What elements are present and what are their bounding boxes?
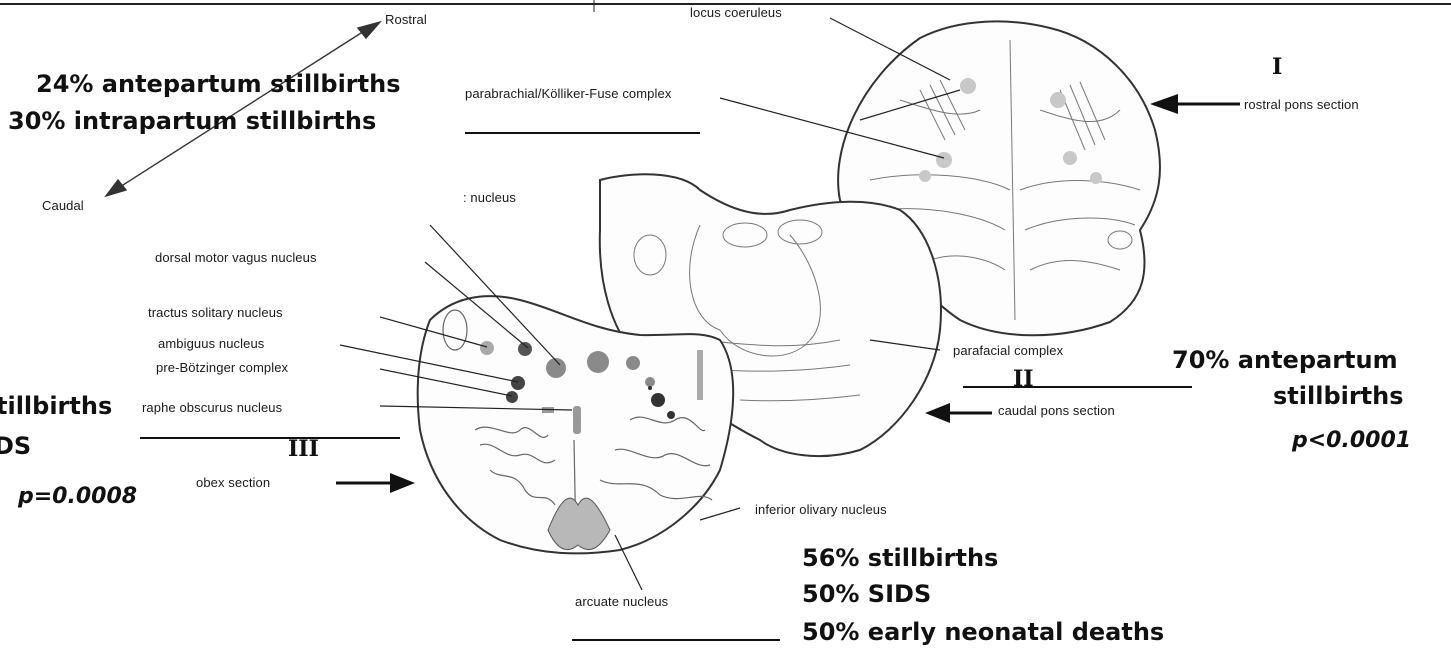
caudal-label: Caudal: [42, 198, 84, 213]
obex-stat-line2: DS: [0, 432, 31, 460]
pre-botzinger-label: pre-Bötzinger complex: [156, 360, 288, 375]
bottom-stat-sids: 50% SIDS: [802, 580, 931, 608]
rostral-pons-label: rostral pons section: [1244, 97, 1359, 112]
obex-p-value: p=0.0008: [18, 484, 137, 509]
obex-stat-line1: tillbirths: [0, 392, 112, 420]
bottom-stat-neonatal: 50% early neonatal deaths: [802, 618, 1164, 646]
parabrachial-label: parabrachial/Kölliker-Fuse complex: [465, 86, 671, 101]
rostral-stat-antepartum: 24% antepartum stillbirths: [36, 70, 401, 98]
raphe-obscurus-label: raphe obscurus nucleus: [142, 400, 282, 415]
obex-label: obex section: [196, 475, 270, 490]
caudal-pons-p-value: p<0.0001: [1292, 428, 1411, 453]
bottom-stat-stillbirths: 56% stillbirths: [802, 544, 998, 572]
parafacial-label: parafacial complex: [953, 343, 1063, 358]
dorsal-motor-vagus-label: dorsal motor vagus nucleus: [155, 250, 317, 265]
arcuate-label: arcuate nucleus: [575, 594, 668, 609]
nucleus-partial-label: : nucleus: [463, 190, 516, 205]
section-i-numeral: I: [1272, 54, 1282, 80]
caudal-pons-stat-line1: 70% antepartum: [1172, 346, 1398, 374]
rostral-label: Rostral: [385, 12, 427, 27]
ambiguus-label: ambiguus nucleus: [158, 336, 264, 351]
section-iii-numeral: III: [288, 436, 319, 462]
section-ii-numeral: II: [1013, 366, 1034, 392]
tractus-solitary-label: tractus solitary nucleus: [148, 305, 283, 320]
caudal-pons-label: caudal pons section: [998, 403, 1115, 418]
locus-coeruleus-label: locus coeruleus: [690, 5, 782, 20]
caudal-pons-stat-line2: stillbirths: [1273, 382, 1404, 410]
inferior-olivary-label: inferior olivary nucleus: [755, 502, 887, 517]
rostral-stat-intrapartum: 30% intrapartum stillbirths: [8, 107, 376, 135]
